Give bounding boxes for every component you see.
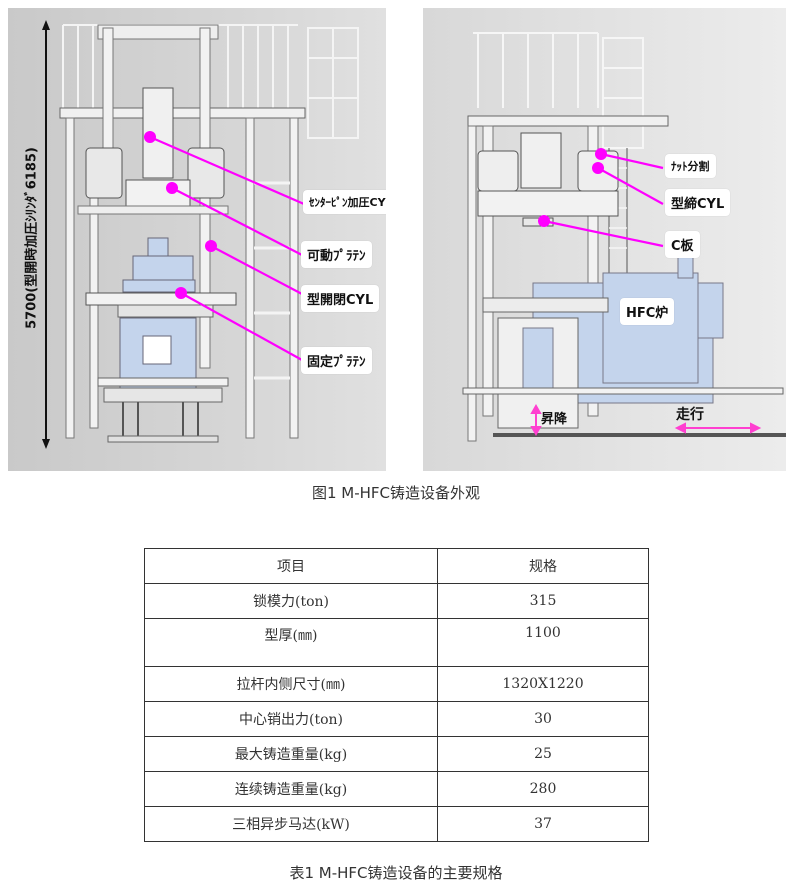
item-cell: 锁模力(ton)	[144, 583, 438, 619]
figure-caption: 图1 M-HFC铸造设备外观	[311, 484, 481, 502]
callout-c-plate: C板	[665, 231, 700, 258]
ladder-rungs	[254, 181, 290, 380]
top-beam	[97, 24, 219, 40]
dot-c-plate	[538, 215, 550, 227]
ladder-cage	[602, 37, 644, 149]
item-cell: 型厚(㎜)	[144, 618, 438, 667]
base-legs	[122, 402, 199, 438]
platen-lower	[117, 304, 214, 318]
table-row: 三相异步马达(kW) 37	[144, 806, 649, 842]
table-row: 中心销出力(ton) 30	[144, 701, 649, 737]
furnace-body	[602, 272, 699, 384]
dot-nut-split	[595, 148, 607, 160]
leader-lines	[149, 135, 305, 361]
nozzle-shape	[147, 237, 169, 257]
table-row: 连续铸造重量(kg) 280	[144, 771, 649, 807]
value-cell: 1320X1220	[437, 666, 649, 702]
item-cell: 中心销出力(ton)	[144, 701, 438, 737]
table-header-row: 项目 规格	[144, 548, 649, 584]
dimension-label: 5700(型開時加圧ｼﾘﾝﾀﾞ6185)	[24, 147, 40, 329]
furnace-side	[697, 282, 724, 339]
table-row: 最大铸造重量(kg) 25	[144, 736, 649, 772]
table-caption: 表1 M-HFC铸造设备的主要规格	[289, 864, 503, 882]
columns	[467, 125, 599, 442]
platform	[467, 115, 669, 127]
side-view-drawing	[462, 32, 786, 442]
c-plate-shape	[477, 190, 619, 217]
furnace-window	[142, 335, 172, 365]
travel-rail	[462, 387, 784, 395]
lift-beam	[482, 297, 609, 313]
platen-beam	[77, 205, 229, 215]
movable-platen-shape	[125, 179, 191, 211]
travel-arrow	[674, 422, 762, 434]
front-view-drawing	[42, 20, 359, 449]
ladder-cage	[307, 27, 359, 139]
item-cell: 拉杆内侧尺寸(㎜)	[144, 666, 438, 702]
dot-mold-open-close-cyl	[205, 240, 217, 252]
header-item: 项目	[144, 548, 438, 584]
item-cell: 最大铸造重量(kg)	[144, 736, 438, 772]
base-frame	[103, 387, 223, 403]
ground-rail	[493, 433, 786, 437]
lift-arrow	[530, 403, 542, 437]
callout-hfc-furnace: HFC炉	[620, 298, 675, 325]
dot-fixed-platen	[175, 287, 187, 299]
machine-front-view-image: 5700(型開時加圧ｼﾘﾝﾀﾞ6185) ｾﾝﾀｰﾋﾟﾝ加圧CYL 可動ﾌﾟﾗﾃ…	[8, 8, 386, 471]
dot-clamp-cyl	[592, 162, 604, 174]
base-plate	[107, 435, 219, 443]
spec-table: 项目 规格 锁模力(ton) 315 型厚(㎜) 1100 拉杆内侧尺寸(㎜) …	[144, 548, 649, 842]
callout-mold-open-close-cyl: 型開閉CYL	[301, 285, 380, 312]
clamp-cylinders	[85, 147, 225, 199]
platform	[59, 107, 306, 119]
lift-label: 昇降	[541, 412, 568, 427]
center-unit-shape	[520, 132, 562, 189]
machine-side-view-image: ﾅｯﾄ分割 型締CYL C板 HFC炉 昇降 走行	[423, 8, 786, 471]
callout-dots	[538, 148, 607, 227]
fixed-platen-shape	[85, 292, 237, 306]
base-beam	[97, 377, 229, 387]
header-spec: 规格	[437, 548, 649, 584]
travel-label: 走行	[676, 407, 704, 423]
callout-dots	[144, 131, 217, 299]
item-cell: 三相异步马达(kW)	[144, 806, 438, 842]
table-row: 拉杆内侧尺寸(㎜) 1320X1220	[144, 666, 649, 702]
table-row: 型厚(㎜) 1100	[144, 618, 649, 667]
lift-window	[522, 327, 554, 389]
value-cell: 25	[437, 736, 649, 772]
value-cell: 30	[437, 701, 649, 737]
top-railing	[473, 32, 599, 108]
table-row: 锁模力(ton) 315	[144, 583, 649, 619]
dot-center-pin-cyl	[144, 131, 156, 143]
callout-fixed-platen: 固定ﾌﾟﾗﾃﾝ	[301, 347, 372, 374]
dimension-arrow	[42, 20, 50, 449]
item-cell: 连续铸造重量(kg)	[144, 771, 438, 807]
value-cell: 315	[437, 583, 649, 619]
callout-movable-platen: 可動ﾌﾟﾗﾃﾝ	[301, 241, 372, 268]
callout-nut-split: ﾅｯﾄ分割	[665, 154, 716, 178]
value-cell: 37	[437, 806, 649, 842]
callout-clamp-cyl: 型締CYL	[665, 189, 731, 216]
value-cell: 280	[437, 771, 649, 807]
leader-lines	[543, 152, 664, 248]
callout-center-pin-cyl: ｾﾝﾀｰﾋﾟﾝ加圧CYL	[303, 190, 386, 214]
value-cell: 1100	[437, 618, 649, 667]
dot-movable-platen	[166, 182, 178, 194]
